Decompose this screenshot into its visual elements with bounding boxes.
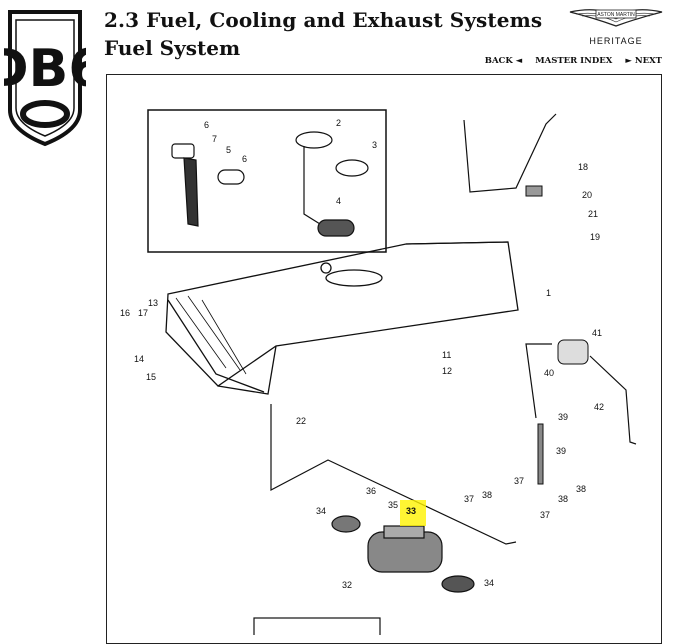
callout: 34	[316, 506, 326, 516]
callout: 18	[578, 162, 588, 172]
navigation: BACK ◄ MASTER INDEX ► NEXT	[475, 56, 662, 66]
master-index-link[interactable]: MASTER INDEX	[535, 56, 613, 66]
callout: 34	[484, 578, 494, 588]
callout: 36	[366, 486, 376, 496]
callout: 37	[540, 510, 550, 520]
callout: 39	[556, 446, 566, 456]
callout: 39	[558, 412, 568, 422]
callout: 35	[388, 500, 398, 510]
callout: 7	[212, 134, 217, 144]
callout: 20	[582, 190, 592, 200]
callout: 17	[138, 308, 148, 318]
callout: 1	[546, 288, 551, 298]
logo-text: DB6	[4, 39, 86, 99]
callout: 38	[558, 494, 568, 504]
bottom-label-box	[253, 617, 381, 635]
callout: 40	[544, 368, 554, 378]
section-title: 2.3 Fuel, Cooling and Exhaust Systems	[104, 8, 543, 32]
callout: 22	[296, 416, 306, 426]
callout: 16	[120, 308, 130, 318]
callout: 6	[204, 120, 209, 130]
callout: 2	[336, 118, 341, 128]
callout: 37	[464, 494, 474, 504]
callout: 33	[406, 506, 416, 516]
callout: 11	[442, 350, 451, 360]
heritage-label: HERITAGE	[589, 36, 643, 46]
callout: 15	[146, 372, 156, 382]
callout: 14	[134, 354, 144, 364]
callout: 41	[592, 328, 602, 338]
callout: 32	[342, 580, 352, 590]
callout: 37	[514, 476, 524, 486]
callout: 4	[336, 196, 341, 206]
callout: 21	[588, 209, 598, 219]
aston-martin-wings-logo: ASTON MARTIN	[569, 9, 663, 27]
fuel-system-diagram: 6 7 5 6 2 3 4 1 18 20 21 19 13 17 16 14 …	[120, 109, 637, 635]
callout: 19	[590, 232, 600, 242]
callout: 3	[372, 140, 377, 150]
inset-box	[147, 109, 387, 253]
page-title: Fuel System	[104, 36, 241, 60]
callout: 12	[442, 366, 452, 376]
callout: 42	[594, 402, 604, 412]
callout: 38	[576, 484, 586, 494]
db6-logo: DB6	[4, 10, 86, 147]
highlighted-part-marker	[400, 500, 426, 526]
brand-name: ASTON MARTIN	[597, 12, 635, 18]
next-link[interactable]: ► NEXT	[625, 56, 662, 66]
callout: 5	[226, 145, 231, 155]
back-link[interactable]: BACK ◄	[484, 56, 523, 66]
callout: 6	[242, 154, 247, 164]
callout: 38	[482, 490, 492, 500]
callout: 13	[148, 298, 158, 308]
